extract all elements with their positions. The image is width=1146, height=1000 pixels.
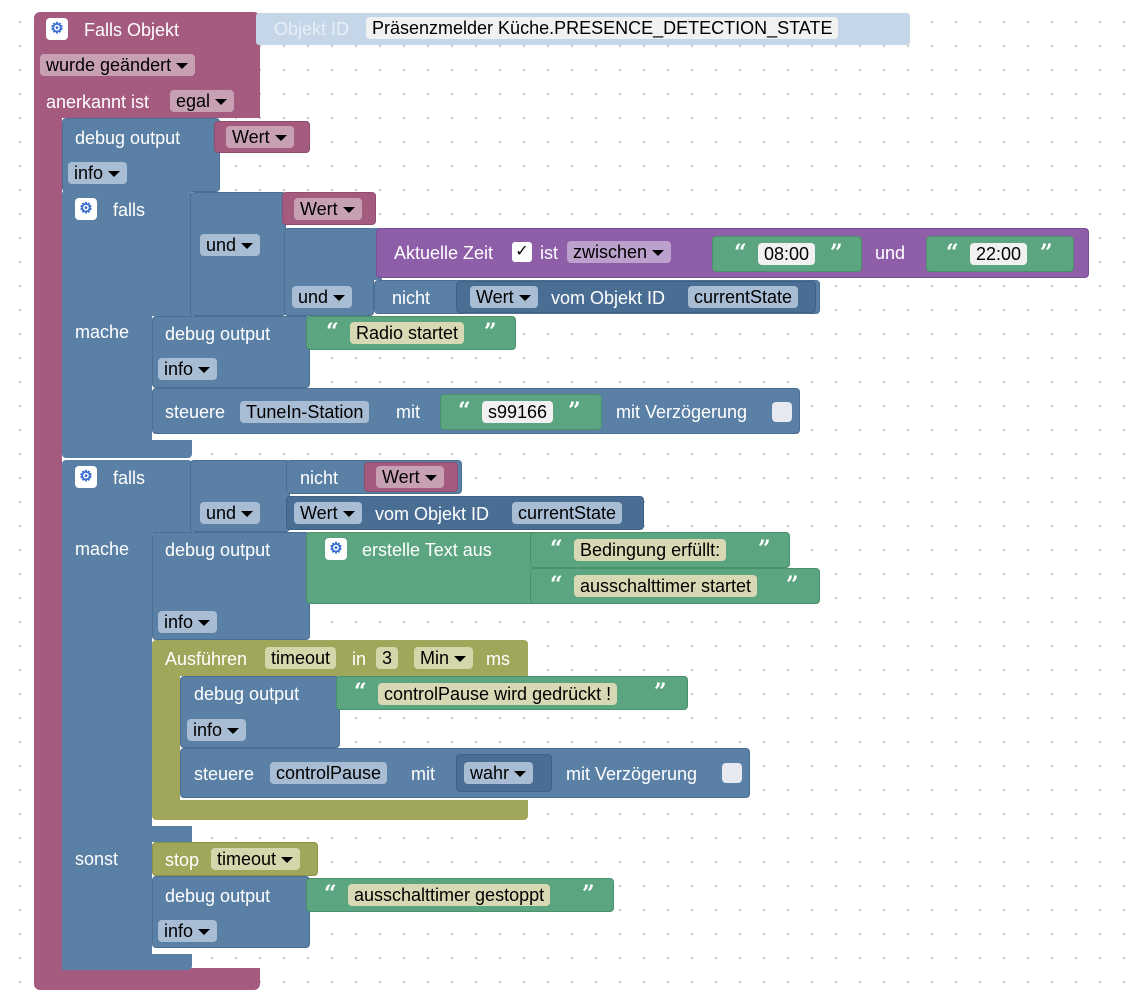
timeout-amount-field[interactable]: 3 xyxy=(376,647,399,669)
gear-icon[interactable]: ⚙ xyxy=(75,466,97,488)
if2-sonst: sonst xyxy=(75,849,119,869)
and-dropdown-2[interactable]: und xyxy=(292,286,353,308)
quote-open-icon: “ xyxy=(354,679,367,705)
gear-icon[interactable]: ⚙ xyxy=(46,18,68,40)
text-field-3[interactable]: Bedingung erfüllt: xyxy=(574,539,727,561)
time-checkbox[interactable]: ✓ xyxy=(512,242,532,262)
delay-label-2: mit Verzögerung xyxy=(566,764,698,784)
timeout-block-spine xyxy=(152,674,180,806)
object-id-label: Objekt ID xyxy=(274,19,350,39)
control-mit-2: mit xyxy=(411,764,435,784)
quote-close-icon: ” xyxy=(830,240,843,266)
quote-close-icon: ” xyxy=(654,679,667,705)
control-label-2: steuere xyxy=(194,764,255,784)
bool-dropdown[interactable]: wahr xyxy=(464,762,534,784)
if-block-1-bottom xyxy=(62,440,192,458)
value-dropdown-1[interactable]: Wert xyxy=(226,126,294,148)
text-field-5[interactable]: controlPause wird gedrückt ! xyxy=(378,683,618,705)
timeout-block-bottom xyxy=(152,800,528,820)
quote-close-icon: ” xyxy=(568,398,581,424)
debug-label-5: debug output xyxy=(165,886,271,906)
object-id-field-2[interactable]: currentState xyxy=(512,502,623,524)
timeout-ms: ms xyxy=(486,649,510,669)
control-label-1: steuere xyxy=(165,402,226,422)
quote-open-icon: “ xyxy=(946,240,959,266)
time-to-field[interactable]: 22:00 xyxy=(970,243,1028,265)
if-block-2-else xyxy=(62,826,192,842)
timeout-unit-dropdown[interactable]: Min xyxy=(414,647,474,669)
state-value-dropdown-2[interactable]: Wert xyxy=(294,502,362,524)
debug-label-2: debug output xyxy=(165,324,271,344)
trigger-title: Falls Objekt xyxy=(84,20,180,40)
delay-label-1: mit Verzögerung xyxy=(616,402,748,422)
timeout-label: Ausführen xyxy=(165,649,248,669)
quote-close-icon: ” xyxy=(484,319,497,345)
control-target-2[interactable]: controlPause xyxy=(270,762,388,784)
object-id-field[interactable]: Präsenzmelder Küche.PRESENCE_DETECTION_S… xyxy=(366,17,839,39)
between-dropdown[interactable]: zwischen xyxy=(567,241,672,263)
level-dropdown-1[interactable]: info xyxy=(68,162,128,184)
debug-output-block-2[interactable] xyxy=(152,316,310,388)
time-und: und xyxy=(875,243,906,263)
level-dropdown-4[interactable]: info xyxy=(187,719,247,741)
control-target-1[interactable]: TuneIn-Station xyxy=(240,401,370,423)
level-dropdown-2[interactable]: info xyxy=(158,358,218,380)
quote-close-icon: ” xyxy=(786,572,799,598)
text-field-1[interactable]: Radio startet xyxy=(350,322,465,344)
if2-mache: mache xyxy=(75,539,130,559)
state-value-dropdown-1[interactable]: Wert xyxy=(470,286,538,308)
if-block-1-spine xyxy=(62,314,152,448)
gear-icon[interactable]: ⚙ xyxy=(75,198,97,220)
gear-icon[interactable]: ⚙ xyxy=(325,538,347,560)
text-field-6[interactable]: ausschalttimer gestoppt xyxy=(348,884,551,906)
from-object-label-1: vom Objekt ID xyxy=(551,288,666,308)
object-id-field-1[interactable]: currentState xyxy=(688,286,799,308)
quote-open-icon: “ xyxy=(550,536,563,562)
debug-label-3: debug output xyxy=(165,540,271,560)
timeout-name-field[interactable]: timeout xyxy=(265,647,337,669)
from-object-label-2: vom Objekt ID xyxy=(375,504,490,524)
not-label-1: nicht xyxy=(392,288,431,308)
time-label: Aktuelle Zeit xyxy=(394,243,494,263)
quote-close-icon: ” xyxy=(1040,240,1053,266)
value-dropdown-2[interactable]: Wert xyxy=(294,198,362,220)
debug-label-1: debug output xyxy=(75,128,181,148)
ack-dropdown[interactable]: egal xyxy=(170,90,235,112)
quote-close-icon: ” xyxy=(582,881,595,907)
value-dropdown-3[interactable]: Wert xyxy=(376,466,444,488)
level-dropdown-3[interactable]: info xyxy=(158,611,218,633)
stop-timeout-dropdown[interactable]: timeout xyxy=(211,848,301,870)
create-text-label: erstelle Text aus xyxy=(362,540,492,560)
quote-open-icon: “ xyxy=(324,881,337,907)
delay-checkbox-2[interactable] xyxy=(722,763,742,783)
timeout-in: in xyxy=(352,649,367,669)
quote-close-icon: ” xyxy=(758,536,771,562)
stop-label: stop xyxy=(165,850,200,870)
and-dropdown-1[interactable]: und xyxy=(200,234,261,256)
delay-checkbox-1[interactable] xyxy=(772,402,792,422)
not-label-2: nicht xyxy=(300,468,339,488)
quote-open-icon: “ xyxy=(734,240,747,266)
quote-open-icon: “ xyxy=(458,398,471,424)
text-field-2[interactable]: s99166 xyxy=(482,401,554,423)
time-from-field[interactable]: 08:00 xyxy=(758,243,816,265)
event-block-spine xyxy=(34,116,62,980)
level-dropdown-5[interactable]: info xyxy=(158,920,218,942)
changed-dropdown[interactable]: wurde geändert xyxy=(40,54,196,76)
if1-falls: falls xyxy=(113,200,146,220)
debug-label-4: debug output xyxy=(194,684,300,704)
ack-label: anerkannt ist xyxy=(46,92,150,112)
if-block-2-spine xyxy=(62,530,152,970)
if-block-2-bottom xyxy=(62,954,192,970)
quote-open-icon: “ xyxy=(326,319,339,345)
control-mit-1: mit xyxy=(396,402,420,422)
quote-open-icon: “ xyxy=(550,572,563,598)
time-ist: ist xyxy=(540,243,558,263)
text-field-4[interactable]: ausschalttimer startet xyxy=(574,575,758,597)
if2-falls: falls xyxy=(113,468,146,488)
and-dropdown-3[interactable]: und xyxy=(200,502,261,524)
if1-mache: mache xyxy=(75,322,130,342)
event-block-bottom xyxy=(34,968,260,990)
